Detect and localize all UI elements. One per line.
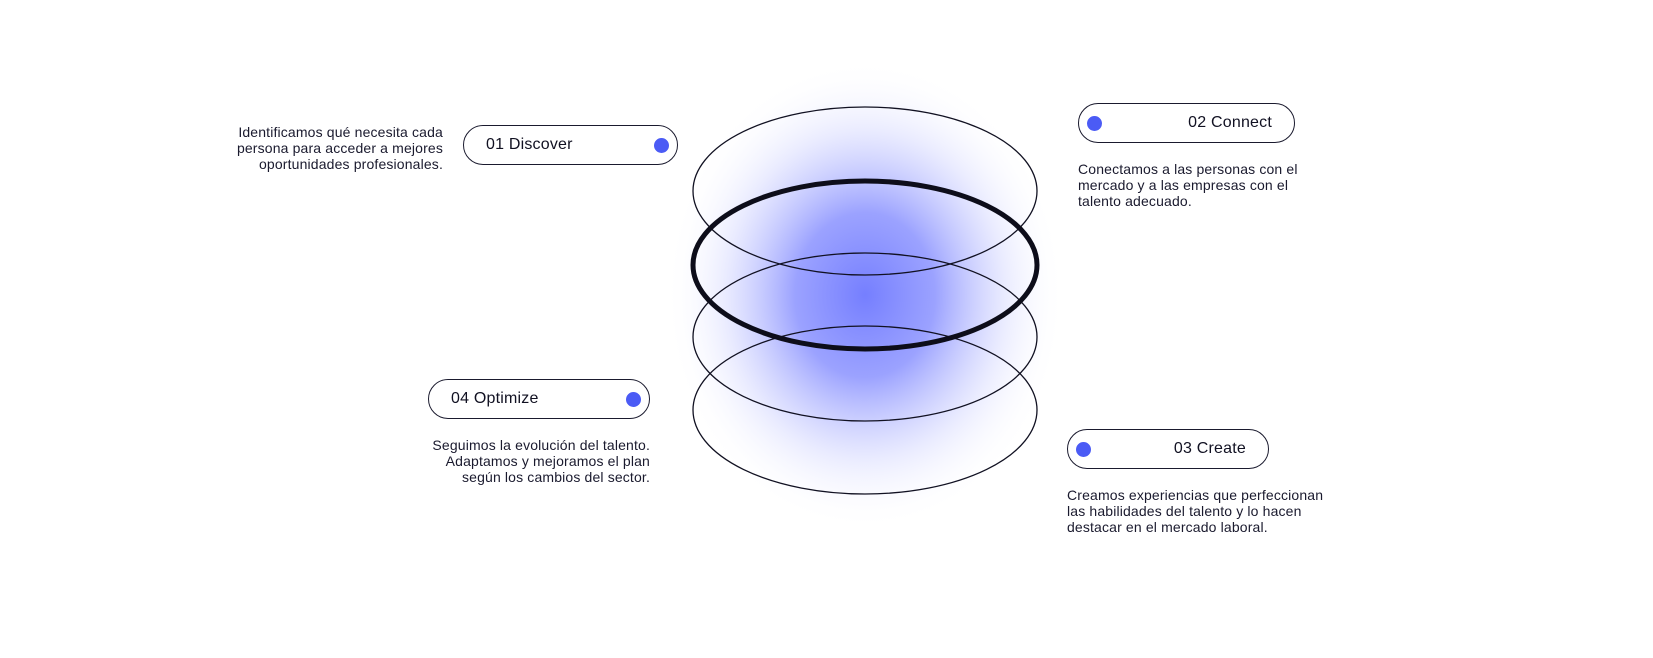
step-4-description-line: según los cambios del sector. bbox=[461, 469, 650, 485]
step-4-description-line: Adaptamos y mejoramos el plan bbox=[445, 453, 650, 469]
ring-2-highlighted bbox=[690, 178, 1040, 352]
step-1-dot-icon bbox=[654, 137, 669, 153]
step-4-optimize-pill[interactable]: 04 Optimize bbox=[428, 379, 650, 419]
step-3-create-pill[interactable]: 03 Create bbox=[1067, 429, 1269, 469]
step-4-label: 04 Optimize bbox=[451, 390, 539, 407]
ring-1 bbox=[692, 106, 1038, 276]
step-2-description: Conectamos a las personas con el mercado… bbox=[1078, 161, 1338, 209]
step-1-description: Identificamos qué necesita cada persona … bbox=[200, 124, 443, 172]
step-3-description-line: las habilidades del talento y lo hacen bbox=[1067, 503, 1302, 519]
center-glow bbox=[665, 60, 1065, 530]
step-3-label: 03 Create bbox=[1173, 440, 1246, 457]
ring-3 bbox=[692, 252, 1038, 422]
step-4-description: Seguimos la evolución del talento. Adapt… bbox=[360, 437, 650, 485]
step-4-dot-icon bbox=[626, 391, 641, 407]
step-1-description-line: Identificamos qué necesita cada bbox=[238, 124, 443, 140]
step-2-description-line: talento adecuado. bbox=[1078, 193, 1192, 209]
step-3-dot-icon bbox=[1076, 441, 1091, 457]
step-4-description-line: Seguimos la evolución del talento. bbox=[432, 437, 650, 453]
step-3-description-line: destacar en el mercado laboral. bbox=[1067, 519, 1268, 535]
step-1-discover-pill[interactable]: 01 Discover bbox=[463, 125, 678, 165]
step-2-description-line: Conectamos a las personas con el bbox=[1078, 161, 1298, 177]
step-2-dot-icon bbox=[1087, 115, 1102, 131]
step-3-description: Creamos experiencias que perfeccionan la… bbox=[1067, 487, 1367, 535]
step-2-description-line: mercado y a las empresas con el bbox=[1078, 177, 1289, 193]
step-2-label: 02 Connect bbox=[1188, 114, 1272, 131]
step-1-label: 01 Discover bbox=[486, 136, 573, 153]
step-2-connect-pill[interactable]: 02 Connect bbox=[1078, 103, 1295, 143]
ring-4 bbox=[692, 325, 1038, 495]
step-3-description-line: Creamos experiencias que perfeccionan bbox=[1067, 487, 1324, 503]
step-1-description-line: persona para acceder a mejores bbox=[236, 140, 443, 156]
step-1-description-line: oportunidades profesionales. bbox=[259, 156, 443, 172]
